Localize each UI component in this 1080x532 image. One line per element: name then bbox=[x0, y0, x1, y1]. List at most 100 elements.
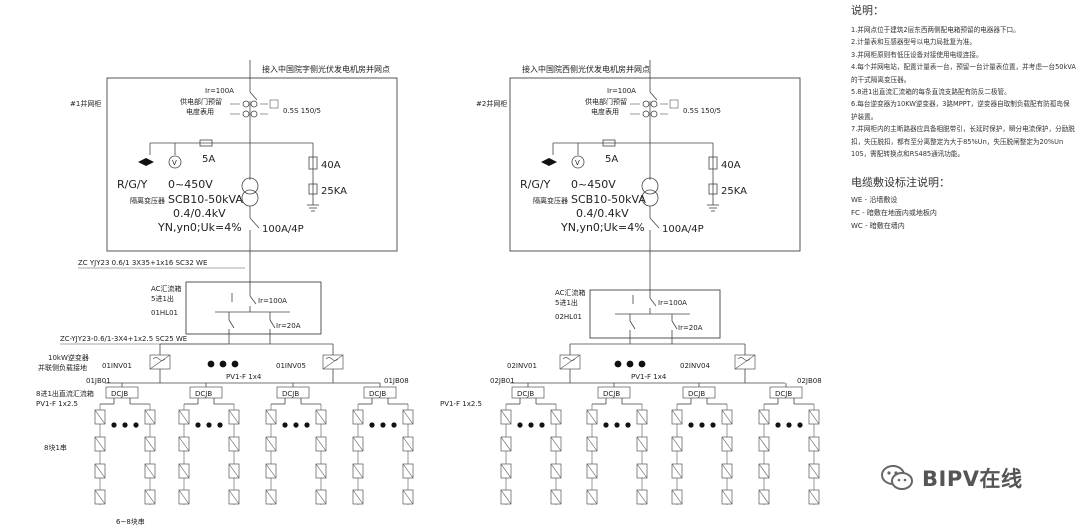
string-label-1: 8块1串 bbox=[44, 443, 67, 452]
system-1: 接入中国院字侧光伏发电机房并网点 #1并网柜 Ir=100A 供电部门预留 电度… bbox=[36, 60, 414, 526]
grid-connection-label-2: 接入中国院西侧光伏发电机房并网点 bbox=[522, 64, 650, 74]
transformer-model-2: SCB10-50kVA bbox=[571, 193, 646, 206]
arrester-fuse-1 bbox=[308, 156, 318, 170]
combiner-id-1: 01HL01 bbox=[151, 309, 178, 317]
dc-junction-box bbox=[105, 386, 139, 399]
ellipsis-dot bbox=[111, 422, 117, 428]
current-transformer-2 bbox=[630, 100, 668, 118]
transformer-icon bbox=[241, 177, 259, 207]
combiner-breaker-2: Ir=100A bbox=[658, 299, 687, 307]
combiner-spec-2: 5进1出 bbox=[555, 298, 578, 307]
ellipsis-dot bbox=[603, 422, 609, 428]
dc-junction-box bbox=[682, 386, 716, 399]
notes-item: 7.并网柜内的主断路器应具备相脱带引，长延时保护，瞬分电流保护，分励脱扣，失压脱… bbox=[851, 125, 1075, 159]
cable-label-2: ZC-YJY23-0.6/1-3X4+1x2.5 SC25 WE bbox=[60, 335, 187, 343]
inverter-icon bbox=[322, 354, 344, 370]
arrester-rating-2: 25KA bbox=[721, 186, 747, 197]
fuse-rating-1: 5A bbox=[202, 154, 215, 165]
dc-junction-box bbox=[363, 386, 397, 399]
ellipsis-dot bbox=[688, 422, 694, 428]
arrester-rating-1: 25KA bbox=[321, 186, 347, 197]
dcjb-first-1: 01JB01 bbox=[86, 377, 111, 385]
grid-cabinet-1 bbox=[106, 77, 398, 252]
ct-spec-1: 0.5S 150/5 bbox=[283, 107, 321, 115]
ellipsis-dot bbox=[293, 422, 299, 428]
cable-note-item: WE - 沿墙敷设 bbox=[851, 196, 898, 205]
cable-note-item: WC - 暗敷在墙内 bbox=[851, 222, 905, 231]
notes-title: 说明： bbox=[851, 4, 884, 17]
ellipsis-dot bbox=[217, 422, 223, 428]
dc-junction-box bbox=[276, 386, 310, 399]
ac-combiner-1 bbox=[185, 281, 322, 335]
dc-junction-box bbox=[511, 386, 545, 399]
cable-label-1: ZC YJY23 0.6/1 3X35+1x16 SC32 WE bbox=[78, 259, 207, 267]
fuse-2 bbox=[602, 139, 616, 147]
output-switch-1: 100A/4P bbox=[262, 224, 304, 235]
current-transformer-1 bbox=[230, 100, 268, 118]
arrester-fuse-rating-2: 40A bbox=[721, 160, 741, 171]
ellipsis-dot bbox=[517, 422, 523, 428]
output-switch-2: 100A/4P bbox=[662, 224, 704, 235]
pv-cable-2: PV1-F 1x2.5 bbox=[36, 400, 78, 408]
system-2: 接入中国院西侧光伏发电机房并网点 #2并网柜 Ir=100A 供电部门预留 电度… bbox=[440, 60, 822, 505]
dcjb-label: DCJB bbox=[517, 390, 534, 398]
dc-junction-group: DCJB bbox=[352, 383, 414, 505]
dcjb-last-1: 01JB08 bbox=[384, 377, 409, 385]
dcjb-first-2: 02JB01 bbox=[490, 377, 515, 385]
transformer-type-1: 隔离变压器 bbox=[130, 196, 165, 205]
combiner-id-2: 02HL01 bbox=[555, 313, 582, 321]
dc-junction-box bbox=[769, 386, 803, 399]
transformer-type-2: 隔离变压器 bbox=[533, 196, 568, 205]
grid-connection-label-1: 接入中国院字侧光伏发电机房并网点 bbox=[262, 64, 390, 74]
surge-arrester-icon bbox=[308, 183, 318, 195]
combiner-spec-1: 5进1出 bbox=[151, 294, 174, 303]
arrester-fuse-rating-1: 40A bbox=[321, 160, 341, 171]
combiner-name-2: AC汇流箱 bbox=[555, 288, 586, 297]
ellipsis-dot bbox=[625, 422, 631, 428]
grid-cabinet-2 bbox=[509, 77, 801, 252]
cable-note-item: FC - 暗敷在地面内或地板内 bbox=[851, 209, 937, 218]
ellipsis-dot bbox=[797, 422, 803, 428]
voltmeter-icon bbox=[168, 155, 182, 169]
ellipsis-dot bbox=[699, 422, 705, 428]
notes-panel: 说明： 1.并网点位于建筑2层东西两侧配电箱预留的电器器下口。 2.计量表和互感… bbox=[851, 0, 1076, 233]
dcjb-label: DCJB bbox=[603, 390, 620, 398]
dc-junction-group: DCJB bbox=[586, 383, 648, 505]
indicator-lamp-icon bbox=[138, 158, 154, 166]
ellipsis-dot bbox=[369, 422, 375, 428]
notes-item: 6.每台逆变器为10KW逆变器，3路MPPT，逆变器自取制负载配有防孤岛保护装置… bbox=[851, 100, 1070, 121]
brand-text: BIPV在线 bbox=[922, 467, 1023, 491]
inverter-icon bbox=[559, 354, 581, 370]
dcjb-label: DCJB bbox=[111, 390, 128, 398]
pv-cable-1: PV1-F 1x4 bbox=[226, 373, 262, 381]
dcjb-last-2: 02JB08 bbox=[797, 377, 822, 385]
combiner-breaker-1: Ir=100A bbox=[258, 297, 287, 305]
dc-junction-box bbox=[597, 386, 631, 399]
ellipsis-dot bbox=[195, 422, 201, 428]
inverter-label-2: 并联侧负载接地 bbox=[38, 363, 87, 372]
ellipsis-dot bbox=[614, 422, 620, 428]
meter-label-a-2: 供电部门预留 bbox=[585, 97, 627, 106]
transformer-connection-1: YN,yn0;Uk=4% bbox=[157, 221, 242, 234]
surge-arrester-icon bbox=[708, 183, 718, 195]
dc-junction-group: DCJB bbox=[671, 383, 733, 505]
transformer-voltage-2: 0.4/0.4kV bbox=[576, 207, 629, 220]
notes-item: 1.并网点位于建筑2层东西两侧配电箱预留的电器器下口。 bbox=[851, 26, 1020, 34]
inverter-label-1: 10kW逆变器 bbox=[48, 353, 89, 362]
ellipsis-icon bbox=[207, 360, 239, 368]
wechat-icon bbox=[881, 465, 913, 490]
fuse-1 bbox=[199, 139, 213, 147]
arrester-fuse-2 bbox=[708, 156, 718, 170]
transformer-model-1: SCB10-50kVA bbox=[168, 193, 243, 206]
dc-junction-group: DCJB bbox=[94, 383, 156, 505]
meter-label-b-1: 电度表用 bbox=[186, 107, 214, 116]
indicator-label-1: R/G/Y bbox=[117, 178, 148, 191]
transformer-connection-2: YN,yn0;Uk=4% bbox=[560, 221, 645, 234]
transformer-voltage-1: 0.4/0.4kV bbox=[173, 207, 226, 220]
ac-combiner-2 bbox=[589, 289, 721, 339]
ellipsis-dot bbox=[206, 422, 212, 428]
meter-label-a-1: 供电部门预留 bbox=[180, 97, 222, 106]
dc-junction-group: DCJB bbox=[758, 383, 820, 505]
